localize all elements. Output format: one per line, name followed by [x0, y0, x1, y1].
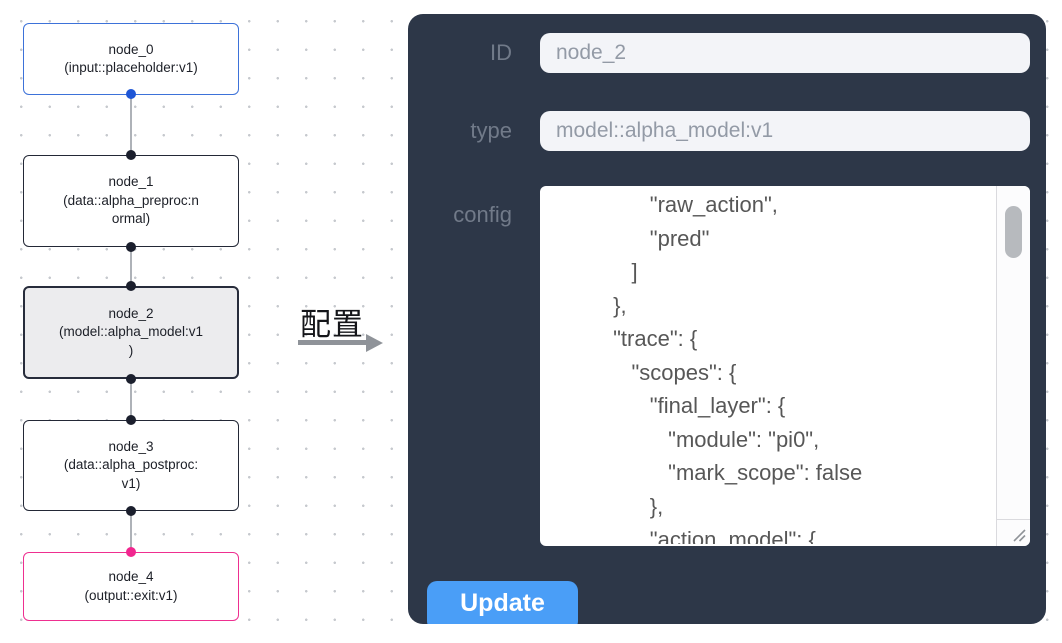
- type-input[interactable]: model::alpha_model:v1: [540, 111, 1030, 151]
- configure-annotation-label: 配置: [300, 307, 364, 342]
- resize-handle-icon[interactable]: [1011, 527, 1027, 543]
- config-scrollbar[interactable]: [996, 186, 1030, 546]
- config-json-text: "raw_action", "pred" ] }, "trace": { "sc…: [613, 192, 863, 544]
- port-node3-out[interactable]: [126, 506, 136, 516]
- node-title: node_0: [108, 41, 154, 57]
- node-0[interactable]: node_0 (input::placeholder:v1): [23, 23, 239, 95]
- node-title: node_2: [108, 305, 154, 321]
- edge-node0-node1: [130, 94, 132, 155]
- config-textarea[interactable]: "raw_action", "pred" ] }, "trace": { "sc…: [540, 186, 1030, 546]
- port-node1-out[interactable]: [126, 242, 136, 252]
- arrow-right-icon-head: [366, 333, 383, 352]
- arrow-right-icon: [298, 340, 366, 345]
- node-4[interactable]: node_4 (output::exit:v1): [23, 552, 239, 621]
- node-config-panel: ID node_2 type model::alpha_model:v1 con…: [408, 14, 1046, 624]
- port-node2-out[interactable]: [126, 374, 136, 384]
- node-1[interactable]: node_1 (data::alpha_preproc:n ormal): [23, 155, 239, 247]
- node-title: node_4: [108, 569, 154, 584]
- edge-node2-node3: [130, 379, 132, 420]
- port-node1-in[interactable]: [126, 150, 136, 160]
- port-node3-in[interactable]: [126, 415, 136, 425]
- node-subtitle: (output::exit:v1): [84, 587, 178, 603]
- config-label: config: [453, 202, 512, 227]
- id-input[interactable]: node_2: [540, 33, 1030, 73]
- node-3[interactable]: node_3 (data::alpha_postproc: v1): [23, 420, 239, 511]
- node-subtitle: (data::alpha_postproc: v1): [63, 457, 199, 491]
- node-title: node_3: [108, 438, 154, 454]
- update-button[interactable]: Update: [427, 581, 578, 624]
- config-scrollbar-corner: [996, 519, 1030, 546]
- port-node4-in[interactable]: [126, 547, 136, 557]
- node-subtitle: (model::alpha_model:v1 ): [58, 324, 204, 358]
- node-subtitle: (data::alpha_preproc:n ormal): [63, 192, 199, 227]
- port-node0-out[interactable]: [126, 89, 136, 99]
- edge-node3-node4: [130, 511, 132, 552]
- node-subtitle: (input::placeholder:v1): [64, 60, 198, 75]
- type-label: type: [470, 118, 512, 143]
- config-scrollbar-thumb[interactable]: [1005, 206, 1022, 258]
- node-title: node_1: [108, 174, 154, 190]
- port-node2-in[interactable]: [126, 281, 136, 291]
- edge-node1-node2: [130, 247, 132, 286]
- id-label: ID: [490, 40, 512, 65]
- node-2[interactable]: node_2 (model::alpha_model:v1 ): [23, 286, 239, 379]
